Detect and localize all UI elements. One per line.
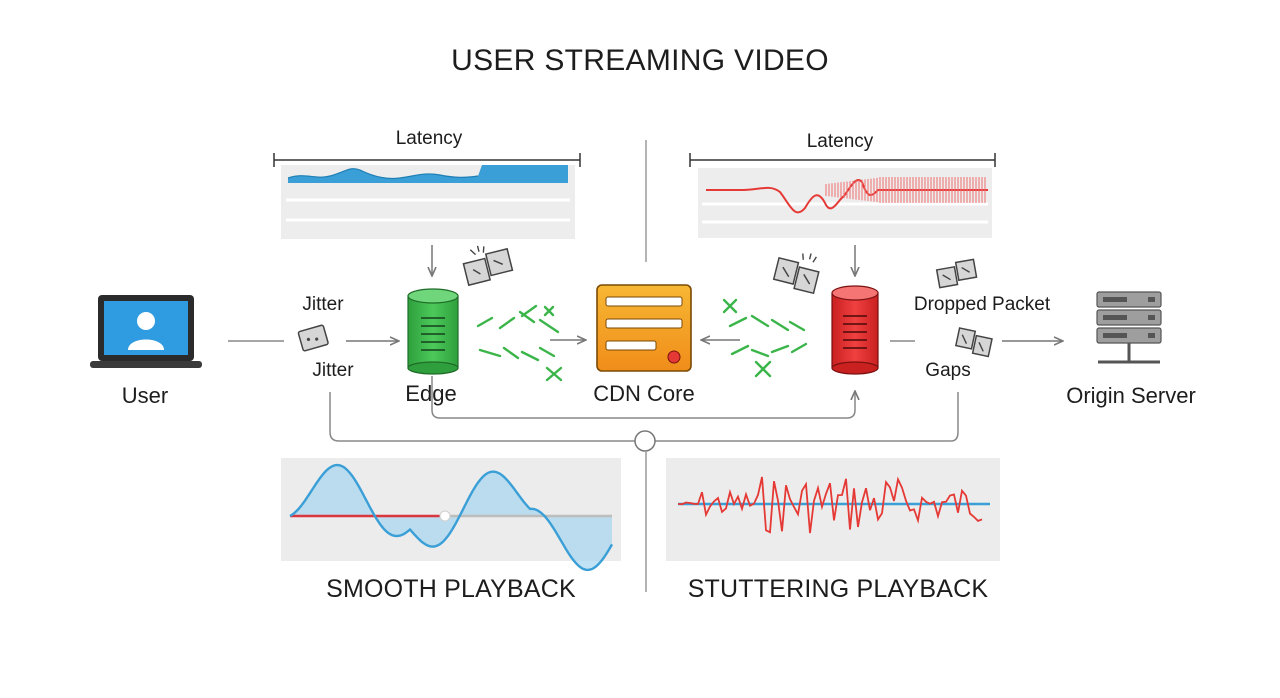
jitter-packet-icon <box>297 324 329 352</box>
broken-packet-icon-right <box>772 253 820 295</box>
latency-panel-right <box>689 153 996 238</box>
gaps-label: Gaps <box>925 360 971 381</box>
jitter-label-bottom: Jitter <box>312 360 354 381</box>
smooth-playback-panel <box>281 458 621 572</box>
cdn-core-icon <box>596 284 692 372</box>
dropped-packet-label: Dropped Packet <box>913 294 1051 315</box>
node-label-cdn-core: CDN Core <box>593 381 695 406</box>
stuttering-playback-panel <box>666 458 1000 561</box>
latency-label-right: Latency <box>806 131 874 152</box>
smooth-wave-fill <box>290 465 612 570</box>
jitter-label-top: Jitter <box>302 294 344 315</box>
stutter-wave <box>677 476 983 534</box>
node-label-user: User <box>121 383 169 408</box>
packet-stream-left <box>476 304 563 382</box>
laptop-icon <box>90 295 202 368</box>
packet-stream-right <box>722 298 808 378</box>
smooth-wave <box>289 463 614 572</box>
stuttering-playback-caption: STUTTERING PLAYBACK <box>687 575 989 603</box>
latency-panel-left <box>273 153 581 239</box>
latency-noise-band <box>825 177 986 203</box>
edge-to-red-loop <box>431 376 855 419</box>
gap-packet-icon <box>954 327 993 358</box>
merge-node <box>634 430 656 452</box>
server-icon <box>1096 291 1162 364</box>
node-label-origin-server: Origin Server <box>1066 383 1196 408</box>
edge-cylinder-icon <box>407 288 459 375</box>
node-label-edge: Edge <box>405 381 457 406</box>
latency-label-left: Latency <box>395 128 463 149</box>
smooth-playback-caption: SMOOTH PLAYBACK <box>326 575 576 603</box>
red-cylinder-icon <box>831 285 879 375</box>
diagram-title: USER STREAMING VIDEO <box>451 44 829 77</box>
dropped-packet-icon <box>935 258 978 289</box>
broken-packet-icon-left <box>462 245 514 287</box>
